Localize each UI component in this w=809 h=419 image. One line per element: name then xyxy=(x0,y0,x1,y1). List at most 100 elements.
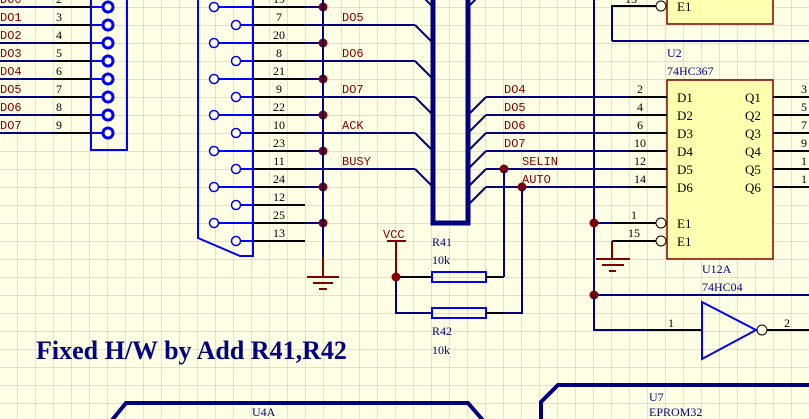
net-label: AUTO xyxy=(522,173,551,187)
pin-name: D2 xyxy=(677,108,693,123)
pin-number: 5 xyxy=(801,100,807,114)
pin-number: 15 xyxy=(628,226,640,240)
r41-value: 10k xyxy=(432,253,450,267)
net-label: DO6 xyxy=(504,119,526,133)
bus-entry xyxy=(467,168,487,188)
pin-number: 10 xyxy=(634,136,646,150)
pin-number: 7 xyxy=(801,118,807,132)
pin-number: 14 xyxy=(634,172,646,186)
pin-number: 9 xyxy=(276,82,282,96)
inversion-bubble xyxy=(655,0,667,12)
pin-name: Q4 xyxy=(745,144,761,159)
pin-number: 5 xyxy=(56,46,62,60)
pin-number: 11 xyxy=(273,154,285,168)
pin-number: 8 xyxy=(276,46,282,60)
left-connector-row: DO4 6 xyxy=(0,64,115,86)
connector-pad xyxy=(101,18,115,32)
net-label: ACK xyxy=(342,119,364,133)
net-label: SELIN xyxy=(522,155,558,169)
inverter-triangle xyxy=(701,300,759,361)
db25-pin-row: 13 xyxy=(230,226,305,247)
left-connector-row: DO7 9 xyxy=(0,118,115,140)
u2-74hc367: U2 74HC367 2D14D26D310D412D514D63Q15Q27Q… xyxy=(589,46,809,294)
bus-entry xyxy=(467,132,487,152)
pin-contact xyxy=(230,91,242,103)
pin-contact xyxy=(230,127,242,139)
pin-contact xyxy=(230,199,242,211)
pin-number: 2 xyxy=(56,0,62,6)
pin-contact xyxy=(208,217,220,229)
pin-number: 2 xyxy=(637,82,643,96)
pin-name: E1 xyxy=(677,216,691,231)
r41-designator: R41 xyxy=(432,235,452,249)
inversion-bubble xyxy=(655,217,667,229)
pin-number: 24 xyxy=(273,172,285,186)
db25-pin-row: 24 xyxy=(208,172,328,193)
pin-number: 13 xyxy=(273,226,285,240)
annotation-text: Fixed H/W by Add R41,R42 xyxy=(36,336,347,365)
u7-designator: U7 xyxy=(649,390,664,404)
pin-number: 21 xyxy=(273,64,285,78)
junction-dot xyxy=(589,218,599,228)
left-connector-row: DO02 xyxy=(0,0,115,14)
pin-number: 19 xyxy=(273,0,285,6)
db25-outline xyxy=(197,0,254,257)
u12a-part: 74HC04 xyxy=(702,280,743,294)
db25-pin-row: 25 xyxy=(208,208,328,229)
bus-entry xyxy=(467,186,487,206)
ground-symbol xyxy=(307,276,339,290)
db25-pin-row: 21 xyxy=(208,64,328,85)
junction-dot xyxy=(391,272,401,282)
net-label: DO7 xyxy=(504,137,526,151)
net-label: DO2 xyxy=(0,29,22,43)
pin-number: 1 xyxy=(668,316,674,330)
pin-number: 25 xyxy=(273,208,285,222)
pin-name: Q6 xyxy=(745,180,761,195)
bus-right-net: DO7 xyxy=(467,137,630,170)
pin-contact xyxy=(230,55,242,67)
pin-contact xyxy=(230,19,242,31)
net-label: DO5 xyxy=(504,101,526,115)
pin-name: D1 xyxy=(677,90,693,105)
pin-number: 23 xyxy=(273,136,285,150)
pin-name: Q5 xyxy=(745,162,761,177)
connector-pad xyxy=(101,126,115,140)
pin-number: 7 xyxy=(56,82,62,96)
pin-number: 12 xyxy=(273,190,285,204)
bus-entry xyxy=(414,24,434,44)
connector-pad xyxy=(101,108,115,122)
u2-designator: U2 xyxy=(667,46,682,60)
net-label: DO4 xyxy=(504,83,526,97)
u7-part: EPROM32 xyxy=(649,405,702,419)
bus-entry xyxy=(414,96,434,116)
pin-contact xyxy=(208,73,220,85)
pin-number: 7 xyxy=(276,10,282,24)
pin-contact xyxy=(208,181,220,193)
vcc-label: VCC xyxy=(383,228,405,242)
r42-value: 10k xyxy=(432,343,450,357)
u2-part: 74HC367 xyxy=(667,64,714,78)
net-label: DO7 xyxy=(0,119,22,133)
net-label: DO4 xyxy=(0,65,22,79)
left-connector-row: DO2 4 xyxy=(0,28,115,50)
pin-number: 2 xyxy=(784,316,790,330)
pin-contact xyxy=(208,1,220,13)
pin-name: D3 xyxy=(677,126,693,141)
net-label: DO6 xyxy=(342,47,364,61)
pin-contact xyxy=(230,235,242,247)
pin-number: 4 xyxy=(56,28,62,42)
bus-entry xyxy=(467,96,487,116)
pin-number: 15 xyxy=(625,0,637,6)
db25-connector: 197DO5208DO6219DO72210ACK2311BUSY2412251… xyxy=(197,0,434,290)
junction-dot xyxy=(499,164,509,174)
pin-name: Q2 xyxy=(745,108,761,123)
r42-designator: R42 xyxy=(432,324,452,338)
pin-number: 6 xyxy=(637,118,643,132)
pin-number: 9 xyxy=(56,118,62,132)
net-label: DO7 xyxy=(342,83,364,97)
pin-number: 3 xyxy=(56,10,62,24)
pin-number: 6 xyxy=(56,64,62,78)
